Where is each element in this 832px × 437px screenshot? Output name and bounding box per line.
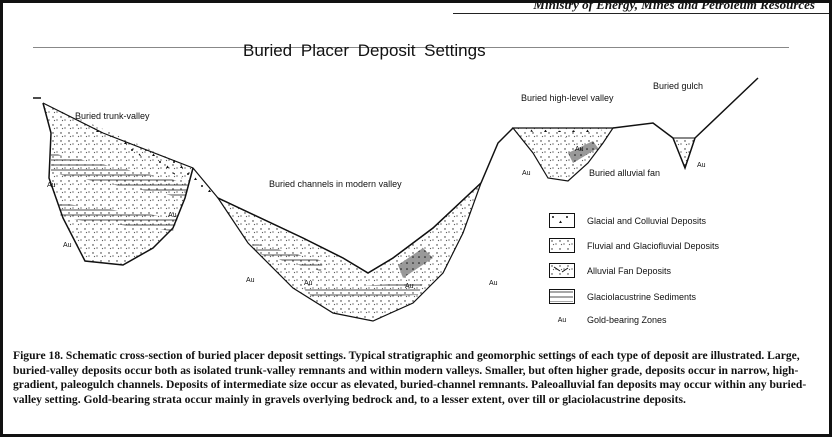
legend-alluvial-fan: Alluvial Fan Deposits xyxy=(549,263,671,278)
fluvial-swatch xyxy=(549,238,575,253)
au-marker: Au xyxy=(697,162,706,169)
label-high-level-valley: Buried high-level valley xyxy=(521,93,614,103)
legend-gold-zones: Au Gold-bearing Zones xyxy=(549,315,667,325)
au-marker: Au xyxy=(489,280,498,287)
au-symbol: Au xyxy=(557,316,567,324)
au-marker: Au xyxy=(405,283,414,290)
au-marker: Au xyxy=(168,212,177,219)
au-marker: Au xyxy=(522,170,531,177)
label-buried-trunk-valley: Buried trunk-valley xyxy=(75,111,150,121)
legend-label: Gold-bearing Zones xyxy=(587,315,667,325)
label-buried-gulch: Buried gulch xyxy=(653,81,704,91)
legend-glacial: Glacial and Colluvial Deposits xyxy=(549,213,706,228)
figure-caption: Figure 18. Schematic cross-section of bu… xyxy=(13,349,807,406)
legend-label: Glacial and Colluvial Deposits xyxy=(587,215,707,226)
figure-title: Buried Placer Deposit Settings xyxy=(243,41,486,60)
figure-rule xyxy=(33,47,789,48)
glacial-swatch xyxy=(549,213,575,228)
legend-label: Glaciolacustrine Sediments xyxy=(587,291,697,302)
glaciolacustrine-swatch xyxy=(549,289,575,304)
au-marker: Au xyxy=(246,277,255,284)
cross-section-diagram xyxy=(33,77,759,322)
legend-fluvial: Fluvial and Glaciofluvial Deposits xyxy=(549,238,719,253)
legend-glaciolacustrine: Glaciolacustrine Sediments xyxy=(549,289,696,304)
label-buried-alluvial-fan: Buried alluvial fan xyxy=(589,168,661,178)
legend-label: Alluvial Fan Deposits xyxy=(587,265,672,276)
running-header: Ministry of Energy, Mines and Petroleum … xyxy=(533,0,815,12)
alluvial-fan-swatch xyxy=(549,263,575,278)
terrain-surface xyxy=(33,97,514,184)
label-buried-channels: Buried channels in modern valley xyxy=(269,179,402,189)
au-marker: Au xyxy=(575,146,584,153)
high-level-valley-fill xyxy=(511,77,759,182)
au-marker: Au xyxy=(47,182,56,189)
trunk-valley-fill xyxy=(42,102,219,266)
legend-label: Fluvial and Glaciofluvial Deposits xyxy=(587,240,720,251)
au-marker: Au xyxy=(304,280,313,287)
au-marker: Au xyxy=(63,242,72,249)
header-rule xyxy=(453,13,829,14)
modern-valley-fill xyxy=(216,182,482,322)
